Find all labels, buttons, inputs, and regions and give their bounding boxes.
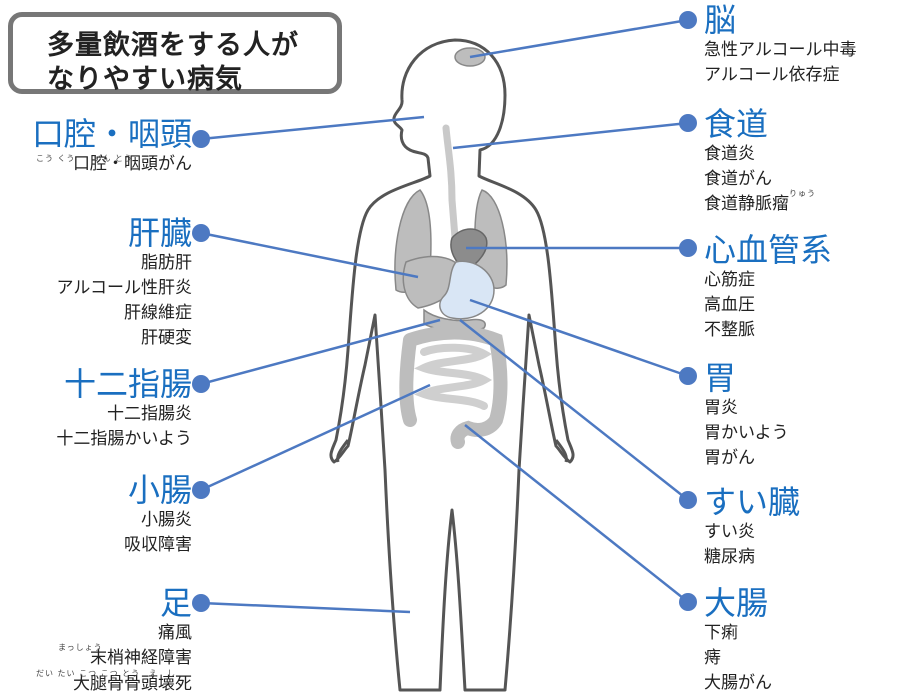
disease-heart-1: 高血圧 [704, 295, 755, 315]
organ-name-stomach: 胃 [704, 359, 737, 397]
ruby-mouth: こう くう いん とう [36, 154, 133, 163]
ruby-leg-1: まっしょう [58, 643, 103, 652]
esophagus-shape [442, 124, 460, 254]
disease-small-intestine-1: 吸収障害 [124, 535, 192, 555]
organ-group-small-intestine: 小腸 小腸炎 吸収障害 [124, 472, 192, 558]
disease-esophagus-1: 食道がん [704, 169, 772, 189]
disease-liver-3: 肝硬変 [141, 328, 192, 348]
disease-mouth-0: 口腔・咽頭がん [73, 154, 192, 174]
organ-name-leg: 足 [159, 584, 192, 622]
connector-dot-liver [192, 224, 210, 242]
organ-group-pancreas: すい臓 すい炎 糖尿病 [704, 484, 800, 570]
organ-name-heart: 心血管系 [704, 231, 833, 269]
organ-group-large-intestine: 大腸 下痢 痔 大腸がん [704, 585, 772, 696]
disease-leg-0: 痛風 [158, 623, 192, 643]
connector-line-stomach [469, 298, 689, 378]
disease-pancreas-1: 糖尿病 [704, 547, 755, 567]
connector-dot-small-intestine [192, 481, 210, 499]
title-line-2: なりやすい病気 [47, 64, 243, 95]
organ-group-mouth: 口腔・咽頭 口腔・咽頭がん [32, 116, 192, 177]
organ-name-large-intestine: 大腸 [704, 584, 769, 622]
connector-line-mouth [200, 115, 425, 141]
connector-dot-esophagus [679, 114, 697, 132]
organ-name-small-intestine: 小腸 [127, 471, 192, 509]
connector-lines [192, 11, 697, 614]
organ-group-stomach: 胃 胃炎 胃かいよう 胃がん [704, 360, 789, 471]
connector-line-small-intestine [200, 383, 431, 492]
connector-dot-heart [679, 239, 697, 257]
disease-stomach-1: 胃かいよう [704, 423, 789, 443]
disease-large-intestine-2: 大腸がん [704, 673, 772, 693]
connector-dot-stomach [679, 367, 697, 385]
organ-name-esophagus: 食道 [704, 105, 769, 143]
organ-group-duodenum: 十二指腸 十二指腸炎 十二指腸かいよう [56, 366, 192, 452]
organ-group-heart: 心血管系 心筋症 高血圧 不整脈 [704, 232, 832, 343]
disease-large-intestine-0: 下痢 [704, 623, 738, 643]
connector-dot-leg [192, 594, 210, 612]
organ-group-leg: 足 痛風 末梢神経障害 大腿骨骨頭壊死 [73, 585, 192, 697]
connector-line-large-intestine [464, 424, 689, 603]
disease-esophagus-0: 食道炎 [704, 144, 755, 164]
disease-leg-2: 大腿骨骨頭壊死 [73, 674, 192, 694]
disease-heart-0: 心筋症 [704, 270, 755, 290]
large-intestine-shape [399, 325, 508, 449]
connector-dot-pancreas [679, 491, 697, 509]
connector-line-esophagus [452, 121, 689, 150]
disease-stomach-2: 胃がん [704, 448, 755, 468]
disease-stomach-0: 胃炎 [704, 398, 738, 418]
small-intestine-shape [413, 343, 493, 410]
organ-name-brain: 脳 [704, 1, 737, 39]
disease-small-intestine-0: 小腸炎 [141, 510, 192, 530]
connector-dot-large-intestine [679, 593, 697, 611]
connector-line-liver [200, 231, 419, 279]
connector-line-brain [469, 18, 689, 59]
organ-group-esophagus: 食道 食道炎 食道がん 食道静脈瘤 [704, 106, 789, 217]
disease-liver-0: 脂肪肝 [141, 253, 192, 273]
connector-dot-mouth [192, 130, 210, 148]
disease-esophagus-2: 食道静脈瘤 [704, 194, 789, 214]
disease-large-intestine-1: 痔 [704, 648, 721, 668]
connector-line-duodenum [200, 318, 441, 386]
ruby-large-intestine: じ [708, 651, 717, 660]
organ-group-liver: 肝臓 脂肪肝 アルコール性肝炎 肝線維症 肝硬変 [57, 215, 193, 351]
organ-name-liver: 肝臓 [127, 214, 192, 252]
disease-duodenum-0: 十二指腸炎 [107, 404, 192, 424]
disease-liver-1: アルコール性肝炎 [56, 278, 193, 298]
disease-heart-2: 不整脈 [704, 320, 755, 340]
disease-leg-1: 末梢神経障害 [90, 648, 192, 668]
disease-brain-1: アルコール依存症 [704, 65, 840, 85]
organ-name-pancreas: すい臓 [704, 483, 801, 521]
ruby-esophagus: りゅう [789, 189, 816, 198]
connector-dot-brain [679, 11, 697, 29]
disease-liver-2: 肝線維症 [124, 303, 192, 323]
title-box: 多量飲酒をする人が なりやすい病気 [8, 12, 342, 95]
organ-name-mouth: 口腔・咽頭 [31, 115, 192, 153]
disease-duodenum-1: 十二指腸かいよう [56, 429, 192, 449]
disease-pancreas-0: すい炎 [704, 522, 755, 542]
ruby-leg-2: だい たい こつ こつ とう え し [36, 669, 177, 678]
organ-name-duodenum: 十二指腸 [63, 365, 192, 403]
connector-line-pancreas [459, 319, 689, 501]
connector-dot-duodenum [192, 375, 210, 393]
organ-group-brain: 脳 急性アルコール中毒 アルコール依存症 [704, 2, 857, 88]
title-line-1: 多量飲酒をする人が [47, 30, 299, 61]
disease-brain-0: 急性アルコール中毒 [704, 40, 857, 60]
connector-line-leg [200, 601, 411, 614]
heart-shape [450, 228, 488, 271]
